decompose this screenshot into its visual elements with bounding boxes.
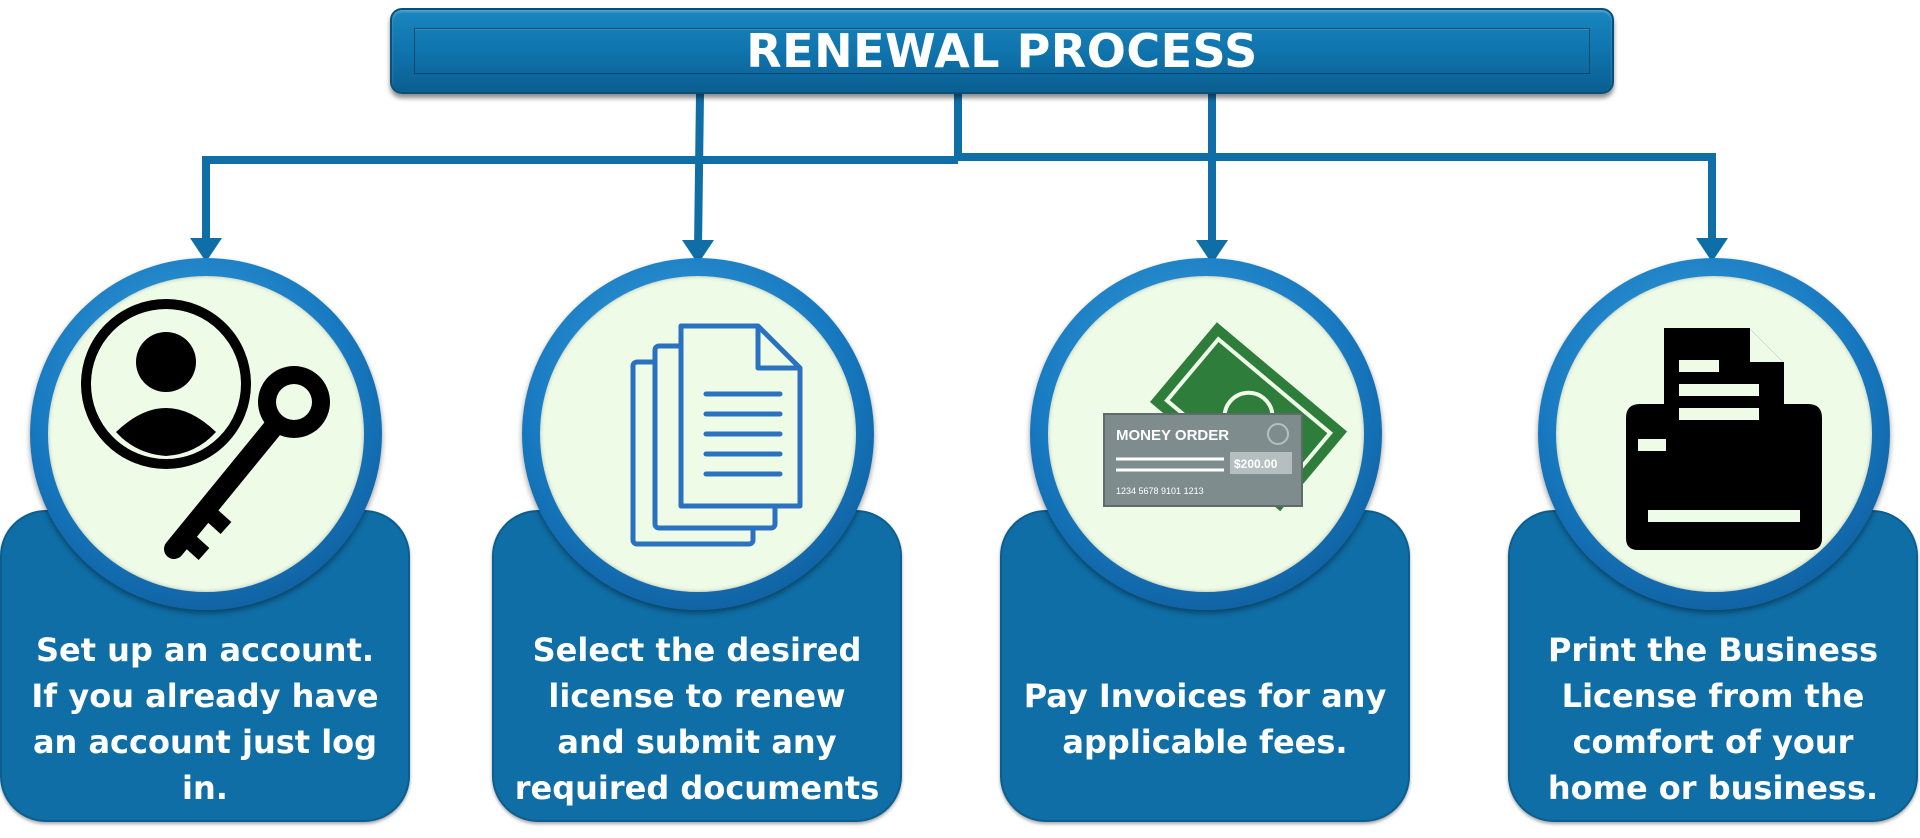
step-icon-circle: [30, 258, 382, 610]
step-pay-invoices: Pay Invoices for any applicable fees. MO…: [1000, 0, 1410, 838]
money-order-number: 1234 5678 9101 1213: [1116, 486, 1204, 496]
printer-icon: [1626, 328, 1822, 550]
documents-icon: [630, 323, 803, 547]
money-order-label: MONEY ORDER: [1116, 427, 1229, 444]
money-order-icon: MONEY ORDER $200.00 1234 5678 9101 1213: [1103, 322, 1348, 512]
step-card: Print the Business License from the comf…: [1508, 510, 1918, 822]
step-text: Print the Business License from the comf…: [1547, 631, 1879, 807]
step-icon-circle: MONEY ORDER $200.00 1234 5678 9101 1213: [1030, 258, 1382, 610]
step-text: Select the desired license to renew and …: [514, 631, 880, 807]
step-icon-circle: [522, 258, 874, 610]
step-print-license: Print the Business License from the comf…: [1508, 0, 1918, 838]
money-order-amount: $200.00: [1234, 457, 1278, 471]
title-banner: RENEWAL PROCESS: [390, 8, 1614, 94]
user-key-icon: [81, 299, 330, 560]
step-create-account: Set up an account. If you already have a…: [0, 0, 410, 838]
step-submit-documents: Select the desired license to renew and …: [492, 0, 902, 838]
title-banner-frame: [414, 28, 1590, 74]
step-text: Pay Invoices for any applicable fees.: [1023, 677, 1387, 761]
page-title: RENEWAL PROCESS: [746, 24, 1258, 78]
step-text: Set up an account. If you already have a…: [31, 631, 379, 807]
step-icon-circle: [1538, 258, 1890, 610]
